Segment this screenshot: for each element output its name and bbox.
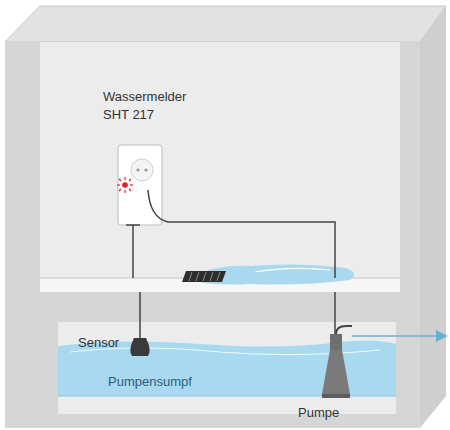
pump-label: Pumpe <box>298 404 358 422</box>
sensor-label: Sensor <box>78 334 138 352</box>
device-label: Wassermelder SHT 217 <box>103 88 193 124</box>
sump-label: Pumpensumpf <box>108 373 228 391</box>
